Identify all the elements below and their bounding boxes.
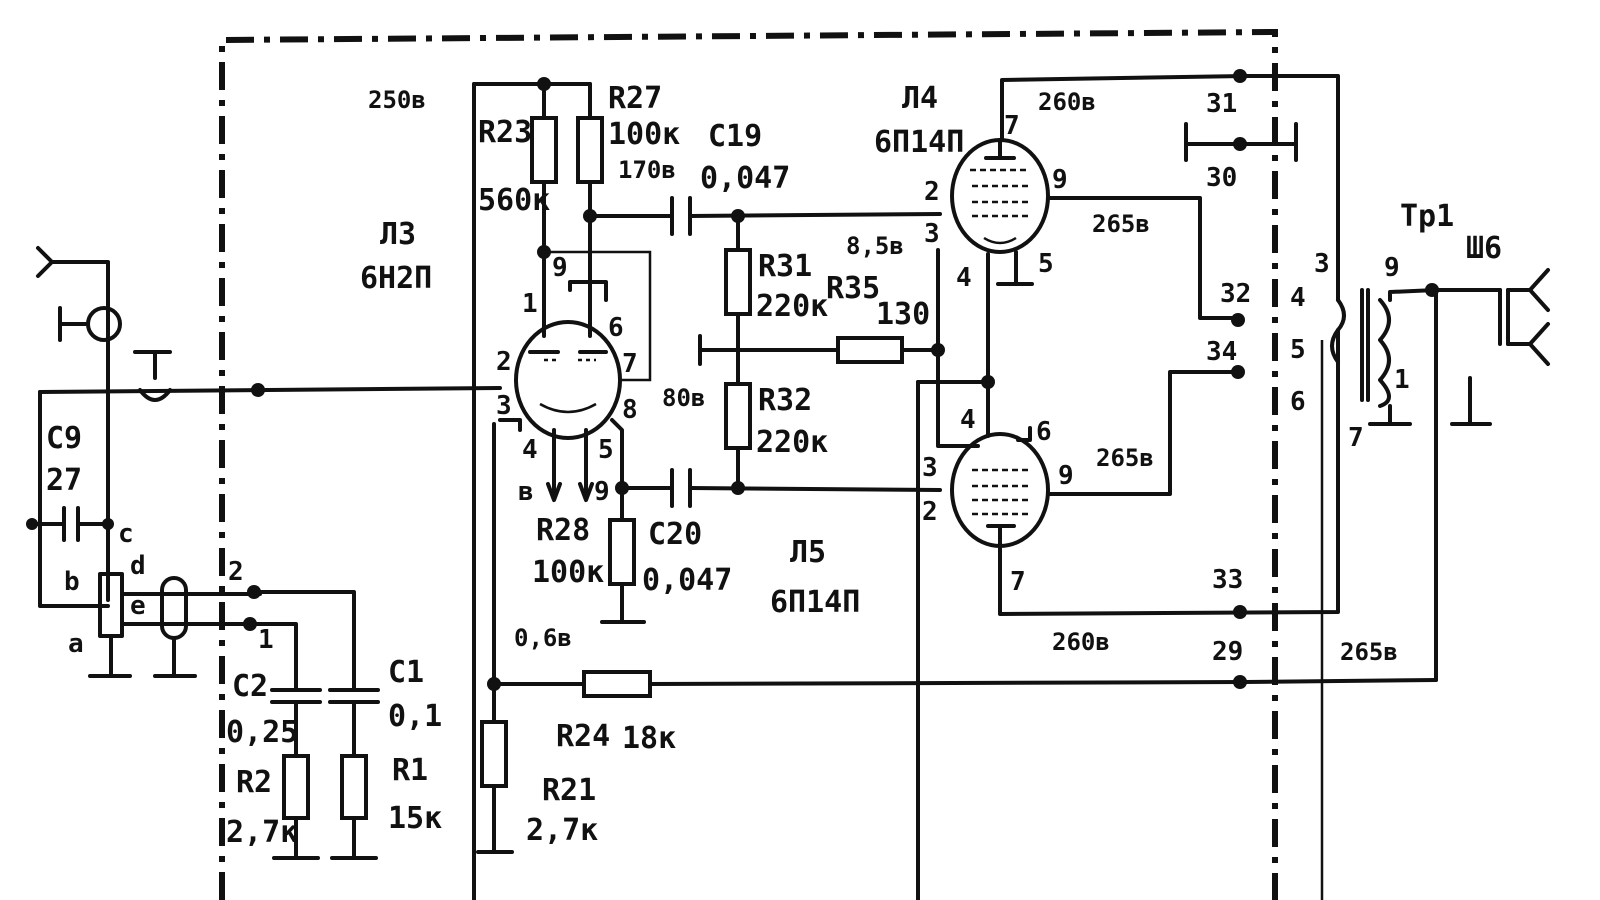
terminal-33: 33 (1212, 565, 1243, 595)
tr-pin-7: 7 (1348, 423, 1364, 453)
tr-pin-4: 4 (1290, 283, 1306, 313)
terminal-32: 32 (1220, 279, 1251, 309)
l3-pin-9-bottom: 9 (594, 477, 610, 507)
switch-label-d: d (130, 551, 146, 581)
tr-pin-3: 3 (1314, 249, 1330, 279)
switch-label-1: 1 (258, 625, 274, 655)
l3-pin-9-top: 9 (552, 253, 568, 283)
l3-pin-6: 6 (608, 313, 624, 343)
l4-pin-2: 2 (924, 177, 940, 207)
c2-ref: C2 (232, 669, 268, 704)
r2-value: 2,7к (226, 815, 298, 850)
r32-ref: R32 (758, 383, 812, 418)
r23-ref: R23 (478, 115, 532, 150)
l5-pin-7: 7 (1010, 567, 1026, 597)
labels: Л3 6Н2П Л4 6П14П Л5 6П14П R23 560к R27 1… (46, 81, 1502, 850)
voltage-265-right: 265в (1340, 638, 1398, 666)
l4-ref: Л4 (902, 81, 938, 116)
l4-pin-5: 5 (1038, 249, 1054, 279)
r35-ref: R35 (826, 271, 880, 306)
l4-pin-7: 7 (1004, 111, 1020, 141)
c9-ref: C9 (46, 421, 82, 456)
voltage-8-5: 8,5в (846, 232, 904, 260)
r31-ref: R31 (758, 249, 812, 284)
shield-boundary (219, 28, 1278, 900)
switch-label-c: c (118, 519, 134, 549)
switch-label-a: a (68, 629, 84, 659)
switch-label-e: e (130, 591, 146, 621)
r27-value: 100к (608, 117, 680, 152)
terminal-29: 29 (1212, 637, 1243, 667)
l3-stage (472, 77, 1438, 900)
voltage-265-l4: 265в (1092, 210, 1150, 238)
r28-value: 100к (532, 555, 604, 590)
l3-pin-b: в (518, 477, 534, 507)
switch-label-2: 2 (228, 557, 244, 587)
tr-pin-9: 9 (1384, 253, 1400, 283)
l4-pin-4: 4 (956, 263, 972, 293)
voltage-260-top: 260в (1038, 88, 1096, 116)
r31-value: 220к (756, 289, 828, 324)
voltage-260-bottom: 260в (1052, 628, 1110, 656)
r35-value: 130 (876, 297, 930, 332)
l5-pin-4: 4 (960, 405, 976, 435)
l3-pin-2: 2 (496, 347, 512, 377)
output-transformer (1330, 268, 1550, 682)
terminal-34: 34 (1206, 337, 1237, 367)
r27-ref: R27 (608, 81, 662, 116)
terminal-31: 31 (1206, 89, 1237, 119)
l3-type: 6Н2П (360, 261, 432, 296)
l4-type: 6П14П (874, 125, 964, 160)
l5-pin-3: 3 (922, 453, 938, 483)
c1-ref: C1 (388, 655, 424, 690)
l5-ref: Л5 (790, 535, 826, 570)
l3-pin-7: 7 (622, 349, 638, 379)
l5-pin-2: 2 (922, 497, 938, 527)
l4-pin-3: 3 (924, 219, 940, 249)
terminal-30: 30 (1206, 163, 1237, 193)
voltage-170: 170в (618, 156, 676, 184)
l3-pin-1: 1 (522, 289, 538, 319)
input-section (26, 246, 502, 860)
l3-pin-3: 3 (496, 391, 512, 421)
voltage-250: 250в (368, 86, 426, 114)
r21-ref: R21 (542, 773, 596, 808)
l3-pin-4: 4 (522, 435, 538, 465)
c9-value: 27 (46, 463, 82, 498)
r24-value: 18к (622, 721, 676, 756)
voltage-0-6: 0,6в (514, 624, 572, 652)
r21-value: 2,7к (526, 813, 598, 848)
l3-pin-8: 8 (622, 395, 638, 425)
r24-ref: R24 (556, 719, 610, 754)
l5-pin-9: 9 (1058, 461, 1074, 491)
sh6-ref: Ш6 (1466, 231, 1502, 266)
c2-value: 0,25 (226, 715, 298, 750)
r2-ref: R2 (236, 765, 272, 800)
l4-pin-9: 9 (1052, 165, 1068, 195)
r23-value: 560к (478, 183, 550, 218)
switch-label-b: b (64, 567, 80, 597)
l3-pin-5: 5 (598, 435, 614, 465)
c20-value: 0,047 (642, 563, 732, 598)
voltage-265-l5: 265в (1096, 444, 1154, 472)
r28-ref: R28 (536, 513, 590, 548)
tr1-ref: Тр1 (1400, 199, 1454, 234)
c19-ref: C19 (708, 119, 762, 154)
r32-value: 220к (756, 425, 828, 460)
tr-pin-5: 5 (1290, 335, 1306, 365)
l5-type: 6П14П (770, 585, 860, 620)
r1-ref: R1 (392, 753, 428, 788)
voltage-80: 80в (662, 384, 705, 412)
output-stage (916, 69, 1340, 900)
c19-value: 0,047 (700, 161, 790, 196)
tr-pin-6: 6 (1290, 387, 1306, 417)
l5-pin-6: 6 (1036, 417, 1052, 447)
tr-pin-1: 1 (1394, 365, 1410, 395)
r1-value: 15к (388, 801, 442, 836)
c20-ref: C20 (648, 517, 702, 552)
l3-ref: Л3 (380, 217, 416, 252)
c1-value: 0,1 (388, 699, 442, 734)
